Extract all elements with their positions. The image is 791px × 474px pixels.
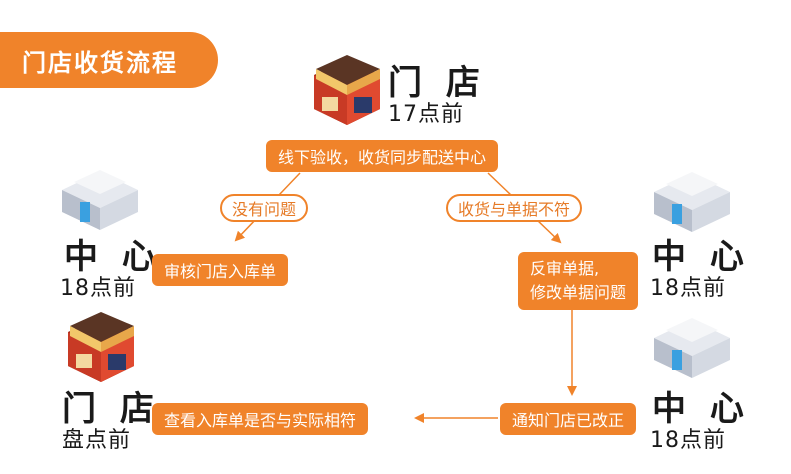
top-node-time: 17点前 [388, 102, 464, 127]
step-notify-store: 通知门店已改正 [500, 403, 637, 435]
warehouse-icon [654, 318, 730, 378]
bottom-store-time: 盘点前 [62, 428, 132, 453]
page-title: 门店收货流程 [0, 32, 218, 88]
step-check-receipt: 查看入库单是否与实际相符 [152, 403, 369, 435]
right-center-1-time: 18点前 [650, 276, 726, 301]
right-center-2-time: 18点前 [650, 428, 726, 453]
left-center-name: 中 心 [64, 237, 162, 277]
store-icon [68, 312, 134, 382]
warehouse-icon [654, 172, 730, 232]
step-offline-accept: 线下验收，收货同步配送中心 [266, 140, 499, 172]
branch-no-problem: 没有问题 [220, 194, 309, 222]
warehouse-icon [62, 170, 138, 230]
left-center-time: 18点前 [60, 276, 136, 301]
step-reverse-line-1: 反审单据, [530, 259, 600, 278]
bottom-store-name: 门 店 [62, 389, 160, 429]
step-review-receipt: 审核门店入库单 [152, 254, 289, 286]
branch-mismatch: 收货与单据不符 [446, 194, 583, 222]
right-center-1-name: 中 心 [652, 237, 750, 277]
store-icon [314, 55, 380, 125]
right-center-2-name: 中 心 [652, 389, 750, 429]
top-node-name: 门 店 [388, 63, 486, 103]
step-reverse-line-2: 修改单据问题 [530, 283, 627, 302]
step-reverse-document: 反审单据, 修改单据问题 [518, 252, 639, 310]
